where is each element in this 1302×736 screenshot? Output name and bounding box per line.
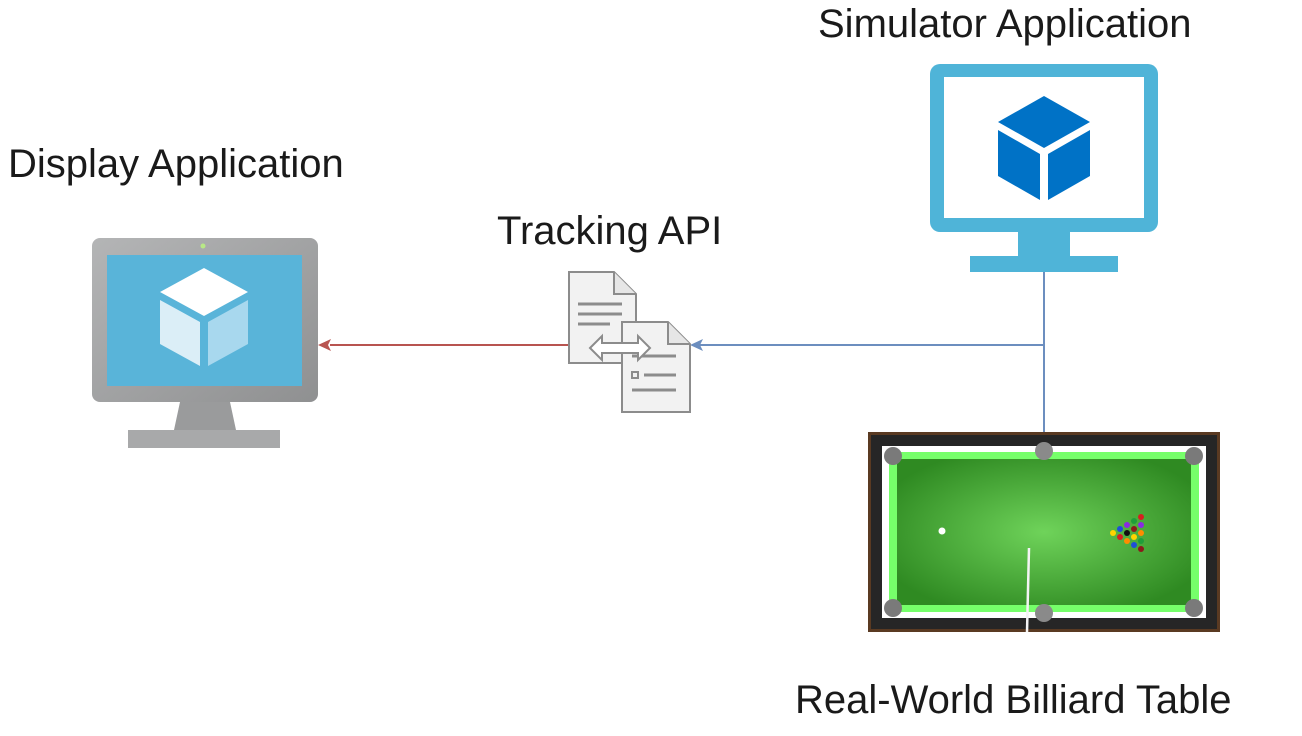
exchange-arrows-icon (588, 333, 652, 363)
racked-balls (1110, 514, 1144, 552)
tracking-api-label: Tracking API (497, 209, 723, 253)
document-exchange-icon (568, 271, 691, 413)
simulator-application-label: Simulator Application (818, 2, 1192, 46)
edge-simulator-to-api (690, 270, 1045, 351)
cube-icon (998, 96, 1090, 200)
display-application-label: Display Application (8, 142, 344, 186)
edge-api-to-display (318, 339, 568, 351)
simulator-monitor-icon (930, 64, 1158, 272)
display-monitor-icon (92, 238, 318, 448)
cube-icon (160, 268, 248, 366)
billiard-table-image (868, 432, 1220, 633)
arrowhead-icon (690, 339, 703, 351)
billiard-table-label: Real-World Billiard Table (795, 678, 1232, 722)
arrowhead-icon (318, 339, 331, 351)
